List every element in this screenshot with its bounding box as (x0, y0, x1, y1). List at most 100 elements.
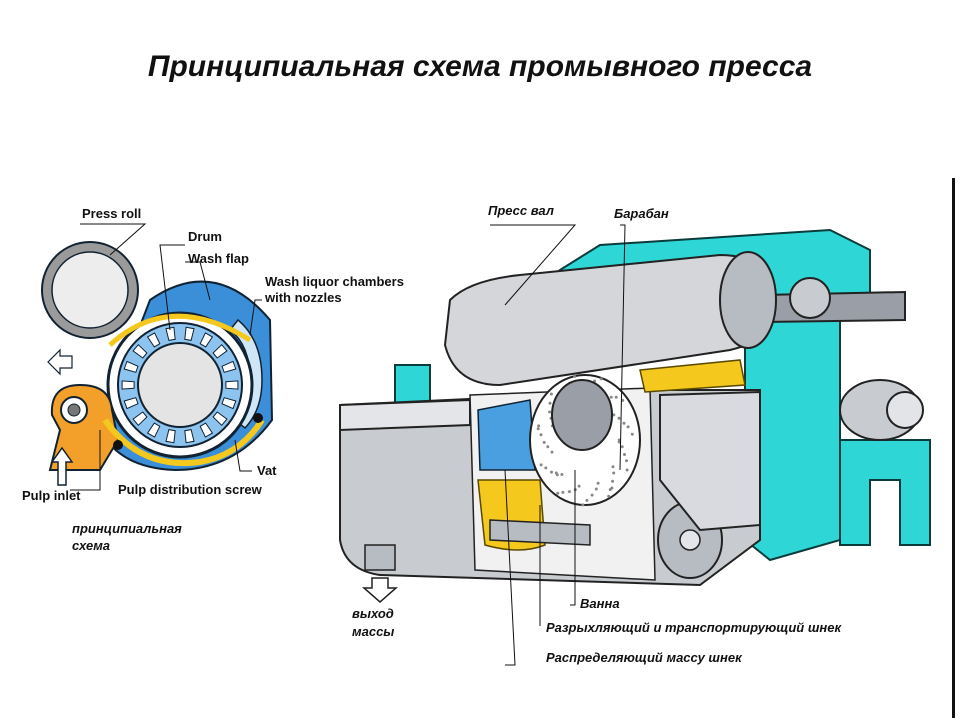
outflow-arrow (47, 348, 73, 376)
drum-spoke (132, 343, 148, 359)
drum-dot (623, 453, 626, 456)
drum-dot (539, 463, 543, 467)
drum-dot (542, 440, 546, 444)
drum-dot (625, 459, 628, 463)
left-schematic: Press roll Drum Wash flap Wash liquor ch… (22, 206, 404, 553)
vat-side-box (659, 390, 761, 532)
label-wash-liquor-2: with nozzles (264, 290, 342, 305)
label-wash-flap: Wash flap (188, 251, 249, 266)
drum-dot (548, 410, 552, 414)
drum-spoke (221, 397, 237, 410)
drum-dot (599, 377, 603, 381)
drum-spoke (199, 332, 214, 348)
press-roll-end-hub (789, 277, 831, 319)
left-leader-lines (70, 223, 262, 491)
drum-dot (617, 440, 621, 444)
drum-spoke (184, 429, 195, 444)
drum-dot (630, 432, 634, 436)
drum-dot (544, 466, 548, 470)
right-leader-lines (490, 224, 626, 666)
drum-spoke (199, 422, 214, 438)
pulp-layer (102, 418, 265, 466)
outlet-arrow (362, 577, 398, 603)
drum-dot (617, 416, 621, 420)
drum-dot (536, 427, 540, 431)
seal-dot (113, 440, 123, 450)
drum-spoke (165, 429, 176, 444)
drum-spoke (121, 380, 135, 390)
label-massy: массы (352, 624, 394, 639)
drive-shaft (759, 290, 906, 324)
label-drum: Drum (188, 229, 222, 244)
drum-spoke (132, 411, 148, 427)
end-plate-hub (679, 529, 701, 551)
drum-spoke (225, 380, 239, 390)
right-machine: Пресс вал Барабан Ванна Разрыхляющий и т… (339, 203, 931, 666)
drum-dot (550, 470, 553, 474)
drum-spoke (212, 343, 228, 359)
drum-spoke (123, 397, 139, 410)
label-press-val: Пресс вал (488, 203, 554, 218)
label-razryhl-shnek: Разрыхляющий и транспортирующий шнек (546, 620, 842, 635)
wash-flap (108, 313, 252, 347)
label-vat: Vat (257, 463, 277, 478)
drum-dot (550, 450, 554, 454)
blue-wash-chambers (477, 399, 536, 471)
drum-dot (546, 445, 550, 449)
caption-line-1: принципиальная (72, 521, 182, 536)
drum-dot (625, 468, 629, 472)
pulp-inlet-arrow (50, 446, 74, 486)
drum-dot (590, 493, 594, 497)
drum-dot (556, 491, 560, 495)
drum-spoke (212, 411, 228, 427)
drum-dot (548, 401, 552, 405)
drum-dot (581, 503, 585, 507)
drum-dot (573, 375, 577, 378)
drum-dot (620, 445, 624, 449)
drum-spoke (165, 326, 176, 341)
drum-dot (611, 479, 615, 483)
drum-dot (585, 498, 589, 502)
drum-dot (614, 395, 618, 399)
drum-dot (607, 494, 611, 498)
drum-dot (560, 473, 564, 476)
drum-dot (626, 425, 630, 429)
label-wash-liquor-1: Wash liquor chambers (265, 274, 404, 289)
drum-spoke (184, 326, 195, 341)
drum-spoke (221, 360, 237, 373)
press-roll-inner (51, 251, 129, 329)
drum-dot (621, 398, 625, 402)
drum-spoke (146, 332, 161, 348)
drum-dot (609, 395, 613, 399)
drum-core (137, 342, 223, 428)
caption-line-2: схема (72, 538, 110, 553)
label-vyhod: выход (352, 606, 394, 621)
drum-dot (554, 471, 558, 475)
label-raspred-shnek: Распределяющий массу шнек (546, 650, 743, 665)
drive-coupling-hub (886, 391, 924, 429)
drum-dot (611, 465, 615, 469)
cyan-base-foot (839, 439, 931, 546)
label-pulp-inlet: Pulp inlet (22, 488, 81, 503)
drum-dot (549, 392, 553, 396)
screw-hub (67, 403, 81, 417)
seal-dot (253, 413, 263, 423)
drum-dot (612, 413, 616, 417)
label-vanna: Ванна (580, 596, 620, 611)
press-roll-end (719, 251, 777, 349)
drum-dot (594, 487, 598, 491)
drum-spokes (121, 326, 239, 444)
drum-dot (539, 433, 543, 437)
drum-dot (622, 421, 626, 425)
page-title: Принципиальная схема промывного пресса (147, 50, 813, 83)
drum-dot (577, 484, 581, 488)
vat-tank-top (339, 398, 471, 432)
label-baraban: Барабан (614, 206, 669, 221)
drum-spoke (123, 360, 139, 373)
drum-dot (561, 490, 565, 494)
yellow-top-band (639, 359, 746, 393)
drum-dot (608, 488, 612, 491)
drum-dot (567, 490, 571, 494)
drum-dot (537, 424, 541, 428)
